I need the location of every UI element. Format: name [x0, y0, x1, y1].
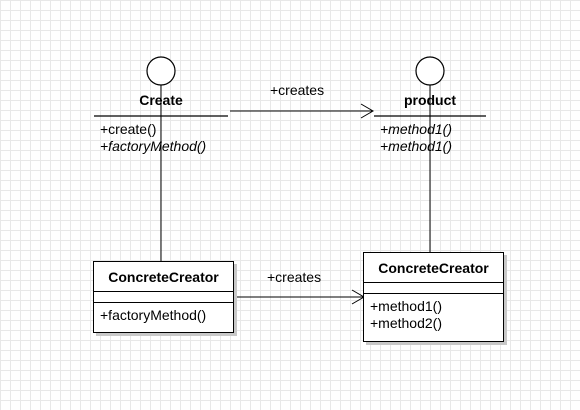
bottom-association-label: +creates	[267, 269, 322, 285]
top-association-arrowhead	[360, 103, 374, 119]
creator-operation-create[interactable]: +create()	[100, 121, 157, 137]
product-operation-method1[interactable]: +method1()	[380, 121, 452, 137]
concrete-product-class[interactable]: ConcreteCreator +method1() +method2()	[363, 252, 504, 342]
concrete-creator-attributes	[94, 292, 233, 303]
concrete-product-method2[interactable]: +method2()	[370, 315, 442, 331]
product-operation-method1-second[interactable]: +method1()	[380, 138, 452, 154]
creator-interface-circle[interactable]	[146, 56, 176, 86]
concrete-product-name: ConcreteCreator	[364, 253, 503, 283]
creator-interface-operations: +create() +factoryMethod()	[100, 121, 206, 155]
product-interface-circle[interactable]	[415, 56, 445, 86]
concrete-product-methods: +method1() +method2()	[364, 294, 503, 336]
concrete-product-attributes	[364, 283, 503, 294]
concrete-creator-method-factory[interactable]: +factoryMethod()	[100, 307, 207, 323]
product-interface-operations: +method1() +method1()	[380, 121, 452, 155]
creator-operation-factory-method[interactable]: +factoryMethod()	[100, 138, 207, 154]
concrete-product-method1[interactable]: +method1()	[370, 298, 442, 314]
concrete-creator-methods: +factoryMethod()	[94, 303, 233, 328]
top-association-label: +creates	[270, 82, 325, 98]
creator-interface-name[interactable]: Create	[139, 92, 183, 108]
concrete-creator-class[interactable]: ConcreteCreator +factoryMethod()	[93, 261, 234, 333]
concrete-creator-name: ConcreteCreator	[94, 262, 233, 292]
product-interface-name[interactable]: product	[403, 92, 457, 108]
